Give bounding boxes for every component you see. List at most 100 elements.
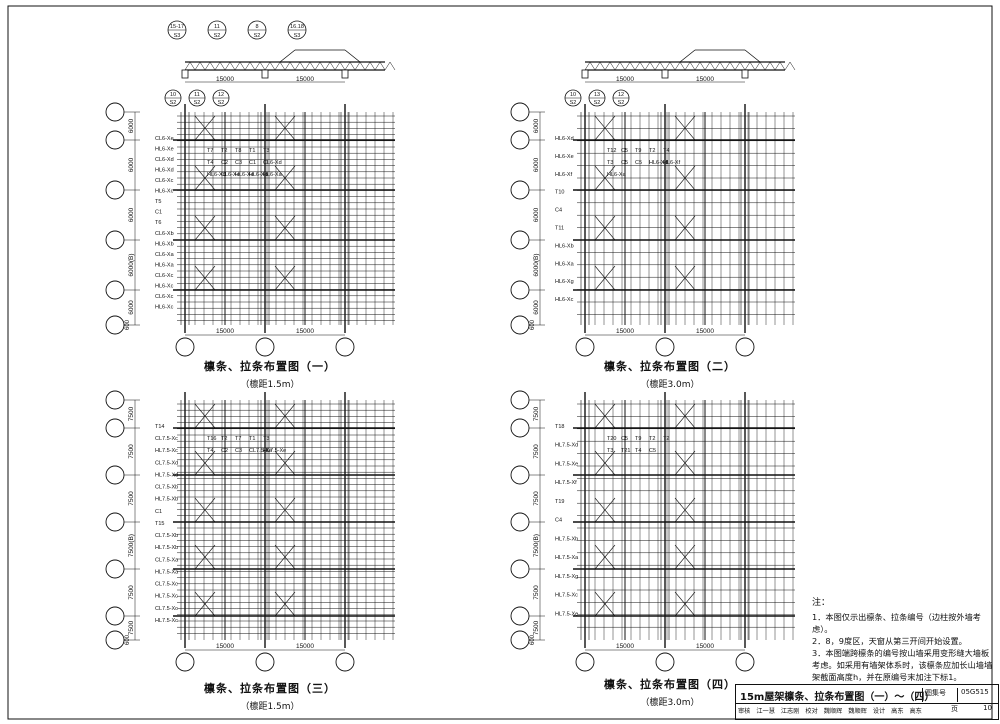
truss-web — [609, 61, 616, 71]
truss-web — [314, 61, 321, 71]
member-label: T21 — [621, 448, 630, 454]
member-label: CL7.5-Xa — [155, 557, 179, 563]
member-label: HL7.5-Xe — [555, 461, 578, 467]
member-label: C5 — [621, 436, 628, 442]
bay-dimension: 7500 — [128, 585, 135, 600]
bubble-number: 10 — [170, 92, 176, 98]
bubble-number: 13 — [594, 92, 600, 98]
bubble-number: 8 — [255, 24, 258, 30]
member-label: T4 — [207, 160, 213, 166]
member-label: HL6-Xb — [249, 172, 268, 178]
member-label: CL6-Xc — [155, 294, 174, 300]
axis-bubble — [735, 337, 755, 357]
axis-bubble — [510, 465, 530, 485]
bay-dimension: 7500 — [533, 620, 540, 635]
member-label: HL6-Xe — [155, 147, 174, 153]
truss-web — [684, 61, 691, 71]
truss-web — [379, 61, 386, 71]
member-label: HL6-Xa — [607, 172, 627, 178]
truss-web — [319, 61, 326, 71]
axis-bubble — [105, 130, 125, 150]
truss-web — [334, 61, 341, 71]
truss-web — [599, 61, 606, 71]
member-label: HL6-Xc — [155, 283, 174, 289]
member-label: HL7.5-Xa — [555, 555, 579, 561]
member-label: C5 — [649, 448, 656, 454]
bay-dimension: 7500(B) — [533, 534, 540, 557]
truss-web — [754, 61, 761, 71]
span-dimension: 15000 — [696, 76, 714, 83]
signature-cell: 高东 — [909, 708, 922, 715]
member-label: HL7.5-Xd — [155, 472, 178, 478]
diagonal-brace — [594, 115, 616, 141]
truss-web — [709, 61, 716, 71]
axis-bubble — [335, 337, 355, 357]
span-dimension: 15000 — [696, 643, 714, 650]
member-label: T20 — [607, 436, 616, 442]
bay-dimension: 6000 — [533, 300, 540, 315]
member-label: HL6-Xb — [155, 241, 174, 247]
diagonal-brace — [674, 497, 696, 523]
page-label: 页 — [951, 705, 958, 713]
truss-web — [744, 61, 751, 71]
skylight-frame — [744, 49, 761, 63]
diagonal-brace — [594, 544, 616, 570]
member-label: T12 — [607, 148, 616, 154]
bay-dimension: 7500 — [128, 491, 135, 506]
axis-bubble — [510, 180, 530, 200]
truss-web — [729, 61, 736, 71]
truss-web — [194, 61, 201, 71]
member-label: T6 — [155, 220, 161, 226]
axis-bubble — [105, 418, 125, 438]
bubble-sheet: S3 — [174, 33, 181, 39]
truss-web — [184, 61, 191, 71]
plan-4-caption: 檩条、拉条布置图（四） （檩距3.0m） — [590, 676, 750, 708]
member-label: T3 — [263, 436, 269, 442]
truss-web — [614, 61, 621, 71]
diagonal-brace — [674, 403, 696, 429]
member-label: HL7.5-Xf — [555, 480, 577, 486]
member-label: HL6-Xf — [663, 160, 681, 166]
atlas-number-label: 图集号 — [922, 688, 946, 702]
truss-web — [749, 61, 756, 71]
axis-bubble — [510, 390, 530, 410]
diagonal-brace — [674, 215, 696, 241]
atlas-number: 05G515 — [957, 688, 989, 702]
truss-web — [389, 61, 396, 71]
truss-web — [259, 61, 266, 71]
axis-bubble — [105, 512, 125, 532]
span-dimension: 15000 — [296, 643, 314, 650]
truss-web — [644, 61, 651, 71]
truss-web — [679, 61, 686, 71]
member-label: HL7.5-Xg — [555, 574, 578, 580]
member-label: C3 — [235, 160, 242, 166]
truss-web — [289, 61, 296, 71]
span-dimension: 15000 — [696, 328, 714, 335]
member-label: CL7.5-Xd — [155, 460, 178, 466]
member-label: T2 — [221, 148, 227, 154]
member-label: T9 — [635, 148, 641, 154]
member-label: T4 — [635, 448, 641, 454]
truss-web — [384, 61, 391, 71]
truss-web — [639, 61, 646, 71]
axis-bubble — [655, 337, 675, 357]
diagonal-brace — [674, 591, 696, 617]
bubble-sheet: S2 — [254, 33, 261, 39]
plan-2-subtitle: （檩距3.0m） — [640, 380, 700, 390]
plan-1-caption: 檩条、拉条布置图（一） （檩距1.5m） — [190, 358, 350, 390]
span-dimension: 15000 — [216, 643, 234, 650]
signature-row: 审核 江一慧 江志刚 校对 魏顺辉 魏顺辉 设计 高东 高东 — [736, 703, 998, 720]
plan-3-title: 檩条、拉条布置图（三） — [204, 682, 336, 695]
axis-bubble — [105, 606, 125, 626]
diagonal-brace — [194, 215, 216, 241]
truss-web — [244, 61, 251, 71]
edge-dimension: 600 — [125, 319, 131, 330]
truss-web — [699, 61, 706, 71]
axis-bubble — [105, 465, 125, 485]
truss-web — [239, 61, 246, 71]
member-label: C1 — [249, 160, 256, 166]
truss-web — [584, 61, 591, 71]
